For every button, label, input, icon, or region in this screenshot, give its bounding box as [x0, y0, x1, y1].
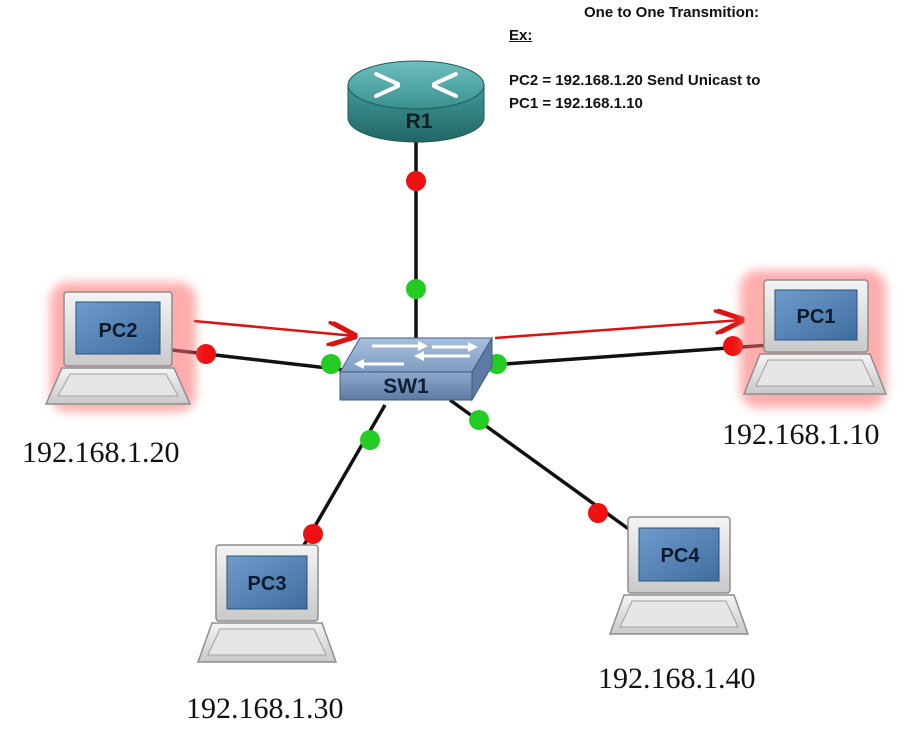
pc1-ip-label: 192.168.1.10: [722, 418, 880, 451]
pc2-ip-label: 192.168.1.20: [22, 436, 180, 469]
port-down-light: [406, 171, 426, 191]
port-down-light: [196, 344, 216, 364]
switch-label: SW1: [383, 375, 429, 398]
pc3-ip-label: 192.168.1.30: [186, 692, 344, 725]
port-down-light: [723, 336, 743, 356]
note-line1: PC2 = 192.168.1.20 Send Unicast to: [509, 72, 761, 89]
pc4-label: PC4: [661, 545, 701, 567]
port-up-light: [406, 279, 426, 299]
pc1-laptop[interactable]: PC1: [740, 270, 888, 408]
port-down-light: [588, 503, 608, 523]
port-up-light: [469, 410, 489, 430]
arrow-pc2-to-sw1: [193, 319, 355, 336]
router-arrows-icon: [374, 72, 458, 98]
pc4-ip-label: 192.168.1.40: [598, 662, 756, 695]
pc3-label: PC3: [248, 573, 287, 595]
port-up-light: [321, 354, 341, 374]
pc3-laptop[interactable]: PC3: [196, 544, 338, 663]
switch-sw1[interactable]: SW1: [339, 336, 493, 402]
port-down-light: [303, 524, 323, 544]
port-lights: [196, 171, 743, 544]
pc2-label: PC2: [99, 320, 138, 342]
pc4-laptop[interactable]: PC4: [608, 516, 750, 635]
pc2-laptop[interactable]: PC2: [44, 282, 196, 412]
note-ex: Ex:: [509, 27, 533, 44]
pc1-label: PC1: [797, 306, 836, 328]
switch-arrows-icon: [354, 341, 478, 369]
arrow-sw1-to-pc1: [494, 320, 742, 340]
router-label: R1: [406, 110, 433, 133]
unicast-arrows: [193, 319, 742, 340]
port-up-light: [360, 430, 380, 450]
router-r1[interactable]: R1: [347, 60, 485, 143]
note-title: One to One Transmition:: [584, 4, 760, 21]
note-line2: PC1 = 192.168.1.10: [509, 95, 643, 112]
